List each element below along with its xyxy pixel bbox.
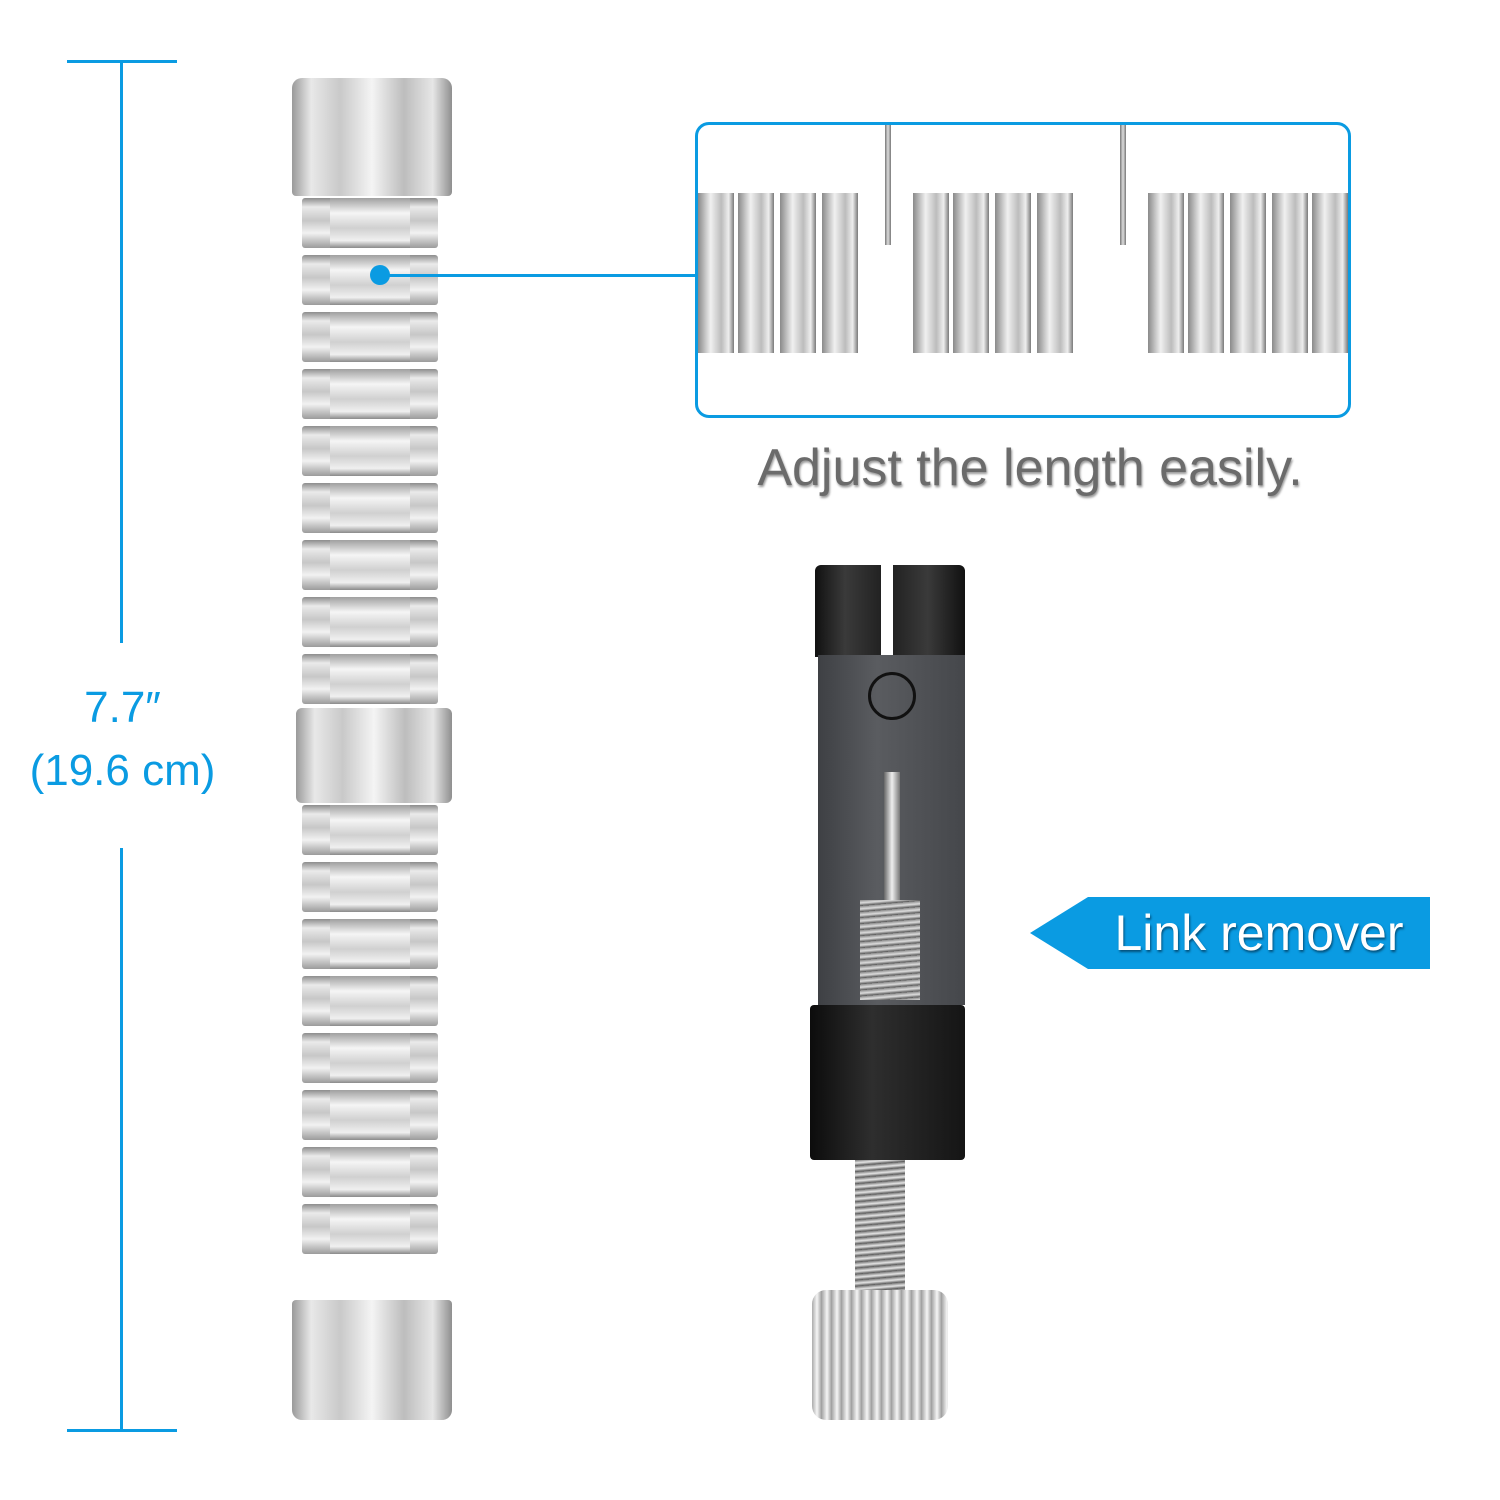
- band-bottom-connector: [292, 1300, 452, 1420]
- tool-head: [815, 565, 965, 657]
- band-link: [302, 654, 438, 704]
- tool-sleeve: [810, 1005, 965, 1160]
- band-link: [302, 1090, 438, 1140]
- tool-pin: [884, 772, 900, 907]
- band-link: [302, 198, 438, 248]
- tool-knob-hole: [868, 672, 916, 720]
- tool-spring: [860, 900, 920, 1000]
- band-link: [302, 805, 438, 855]
- length-centimeters: (19.6 cm): [29, 746, 216, 795]
- inset-caption: Adjust the length easily.: [757, 439, 1303, 497]
- band-link: [302, 597, 438, 647]
- link-detail-inset: [695, 122, 1351, 418]
- band-link: [302, 255, 438, 305]
- band-link: [302, 1033, 438, 1083]
- band-link: [302, 312, 438, 362]
- band-link: [302, 369, 438, 419]
- link-segment: [1148, 193, 1348, 353]
- tool-label: Link remover: [1114, 905, 1404, 961]
- link-segment: [698, 193, 863, 353]
- band-link: [302, 540, 438, 590]
- band-link: [302, 919, 438, 969]
- band-link: [302, 483, 438, 533]
- link-pin: [1120, 125, 1126, 245]
- callout-line: [380, 274, 696, 277]
- label-arrow-tag: [1030, 897, 1430, 969]
- band-link: [302, 1147, 438, 1197]
- tool-screw: [855, 1160, 905, 1300]
- band-link: [302, 862, 438, 912]
- length-inches: 7.7″: [84, 683, 161, 732]
- band-link: [302, 426, 438, 476]
- band-top-connector: [292, 78, 452, 196]
- measure-line-lower: [120, 848, 123, 1431]
- link-pin: [885, 125, 891, 245]
- band-link: [302, 1204, 438, 1254]
- tool-thumb-knob: [812, 1290, 948, 1420]
- measure-line-upper: [120, 60, 123, 643]
- link-segment: [913, 193, 1098, 353]
- band-link: [302, 976, 438, 1026]
- measure-bottom-cap: [67, 1429, 177, 1432]
- band-clasp: [296, 708, 452, 803]
